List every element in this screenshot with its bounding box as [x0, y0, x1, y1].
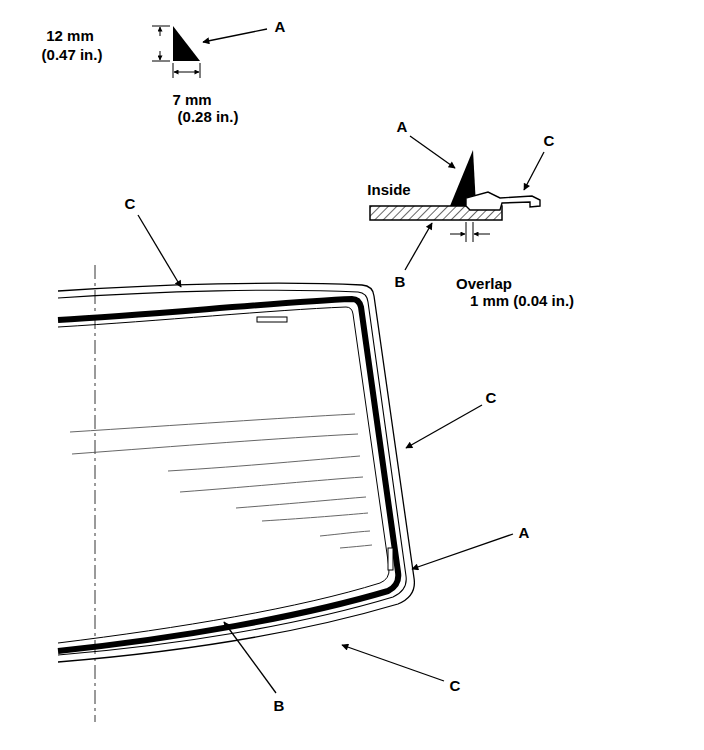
- dimension: 12 mm: [45, 28, 95, 45]
- part-letter: B: [394, 274, 407, 291]
- part-letter: C: [449, 678, 462, 695]
- part-letter: C: [124, 196, 137, 213]
- part-letter: B: [273, 698, 286, 715]
- part-letter: A: [518, 525, 531, 542]
- dam-profile: [152, 26, 267, 78]
- windshield: [58, 215, 513, 722]
- dimension: Overlap: [455, 276, 513, 293]
- part-letter: C: [543, 133, 556, 150]
- side-label: Inside: [366, 182, 411, 199]
- cross-section: [370, 136, 544, 270]
- part-letter: A: [274, 19, 287, 36]
- part-letter: C: [485, 390, 498, 407]
- dimension: 1 mm (0.04 in.): [469, 293, 575, 310]
- dimension: (0.47 in.): [41, 47, 104, 64]
- dimension: (0.28 in.): [177, 109, 240, 126]
- dimension: 7 mm: [171, 92, 212, 109]
- part-letter: A: [396, 119, 409, 136]
